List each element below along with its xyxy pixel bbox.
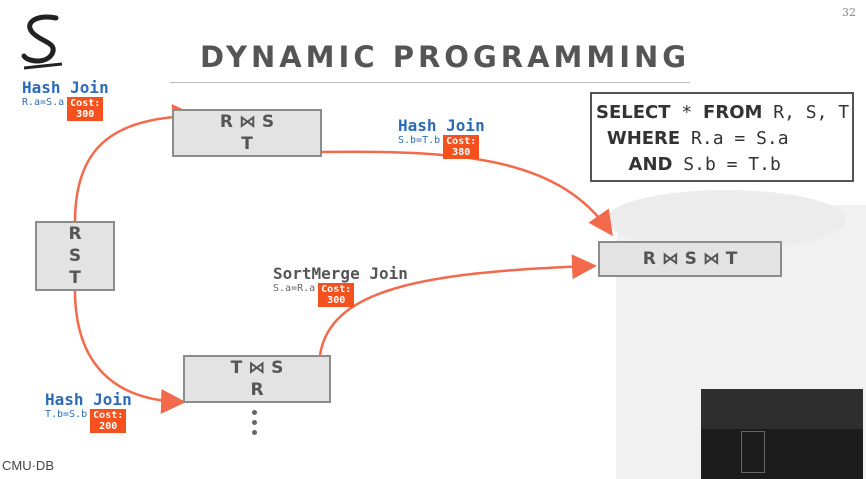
node-rst-line2: S — [68, 246, 82, 266]
node-ts-r-line1: T ⋈ S — [230, 358, 284, 378]
lecture-video-inset — [701, 389, 863, 479]
join-name: SortMerge Join — [273, 264, 408, 283]
node-rst-line3: T — [69, 268, 81, 288]
join-name: Hash Join — [22, 78, 109, 97]
node-rs-t: R ⋈ S T — [172, 109, 322, 157]
edge-label-top-left: Hash Join R.a=S.a Cost:300 — [22, 78, 109, 121]
node-rst-line1: R — [68, 224, 82, 244]
cost-badge: Cost:380 — [443, 135, 480, 159]
join-condition: T.b=S.b — [45, 409, 88, 420]
cost-badge: Cost:200 — [90, 409, 127, 433]
course-logo-icon — [21, 14, 63, 70]
join-condition: R.a=S.a — [22, 97, 65, 108]
node-ts-r-line2: R — [250, 380, 264, 400]
title-divider — [170, 82, 690, 83]
edge-label-bottom-right: SortMerge Join S.a=R.a Cost:300 — [273, 264, 408, 307]
join-condition: S.b=T.b — [398, 135, 441, 146]
node-rst: R S T — [35, 221, 115, 291]
video-door — [741, 431, 765, 473]
join-name: Hash Join — [398, 116, 485, 135]
node-ts-r: T ⋈ S R — [183, 355, 331, 403]
slide-number: 32 — [842, 6, 856, 19]
arrow-rst-to-rs — [73, 103, 197, 223]
edge-label-bottom-left: Hash Join T.b=S.b Cost:200 — [45, 390, 132, 433]
edge-label-top-right: Hash Join S.b=T.b Cost:380 — [398, 116, 485, 159]
database-watermark-top — [606, 190, 846, 250]
cost-badge: Cost:300 — [318, 283, 355, 307]
node-final: R ⋈ S ⋈ T — [598, 241, 782, 277]
arrow-ts-to-final — [318, 254, 597, 356]
footer-logo: CMU·DB — [2, 458, 54, 473]
cost-badge: Cost:300 — [67, 97, 104, 121]
slide-title: DYNAMIC PROGRAMMING — [200, 40, 691, 74]
join-name: Hash Join — [45, 390, 132, 409]
join-condition: S.a=R.a — [273, 283, 316, 294]
more-ellipsis — [252, 410, 260, 440]
arrow-rs-to-final — [321, 150, 613, 237]
node-rs-t-line1: R ⋈ S — [219, 112, 275, 132]
node-final-label: R ⋈ S ⋈ T — [642, 249, 738, 269]
node-rs-t-line2: T — [241, 134, 253, 154]
arrow-rst-to-ts — [73, 289, 186, 414]
sql-query-box: SELECT * FROM R, S, T WHERE R.a = S.a AN… — [590, 92, 854, 182]
